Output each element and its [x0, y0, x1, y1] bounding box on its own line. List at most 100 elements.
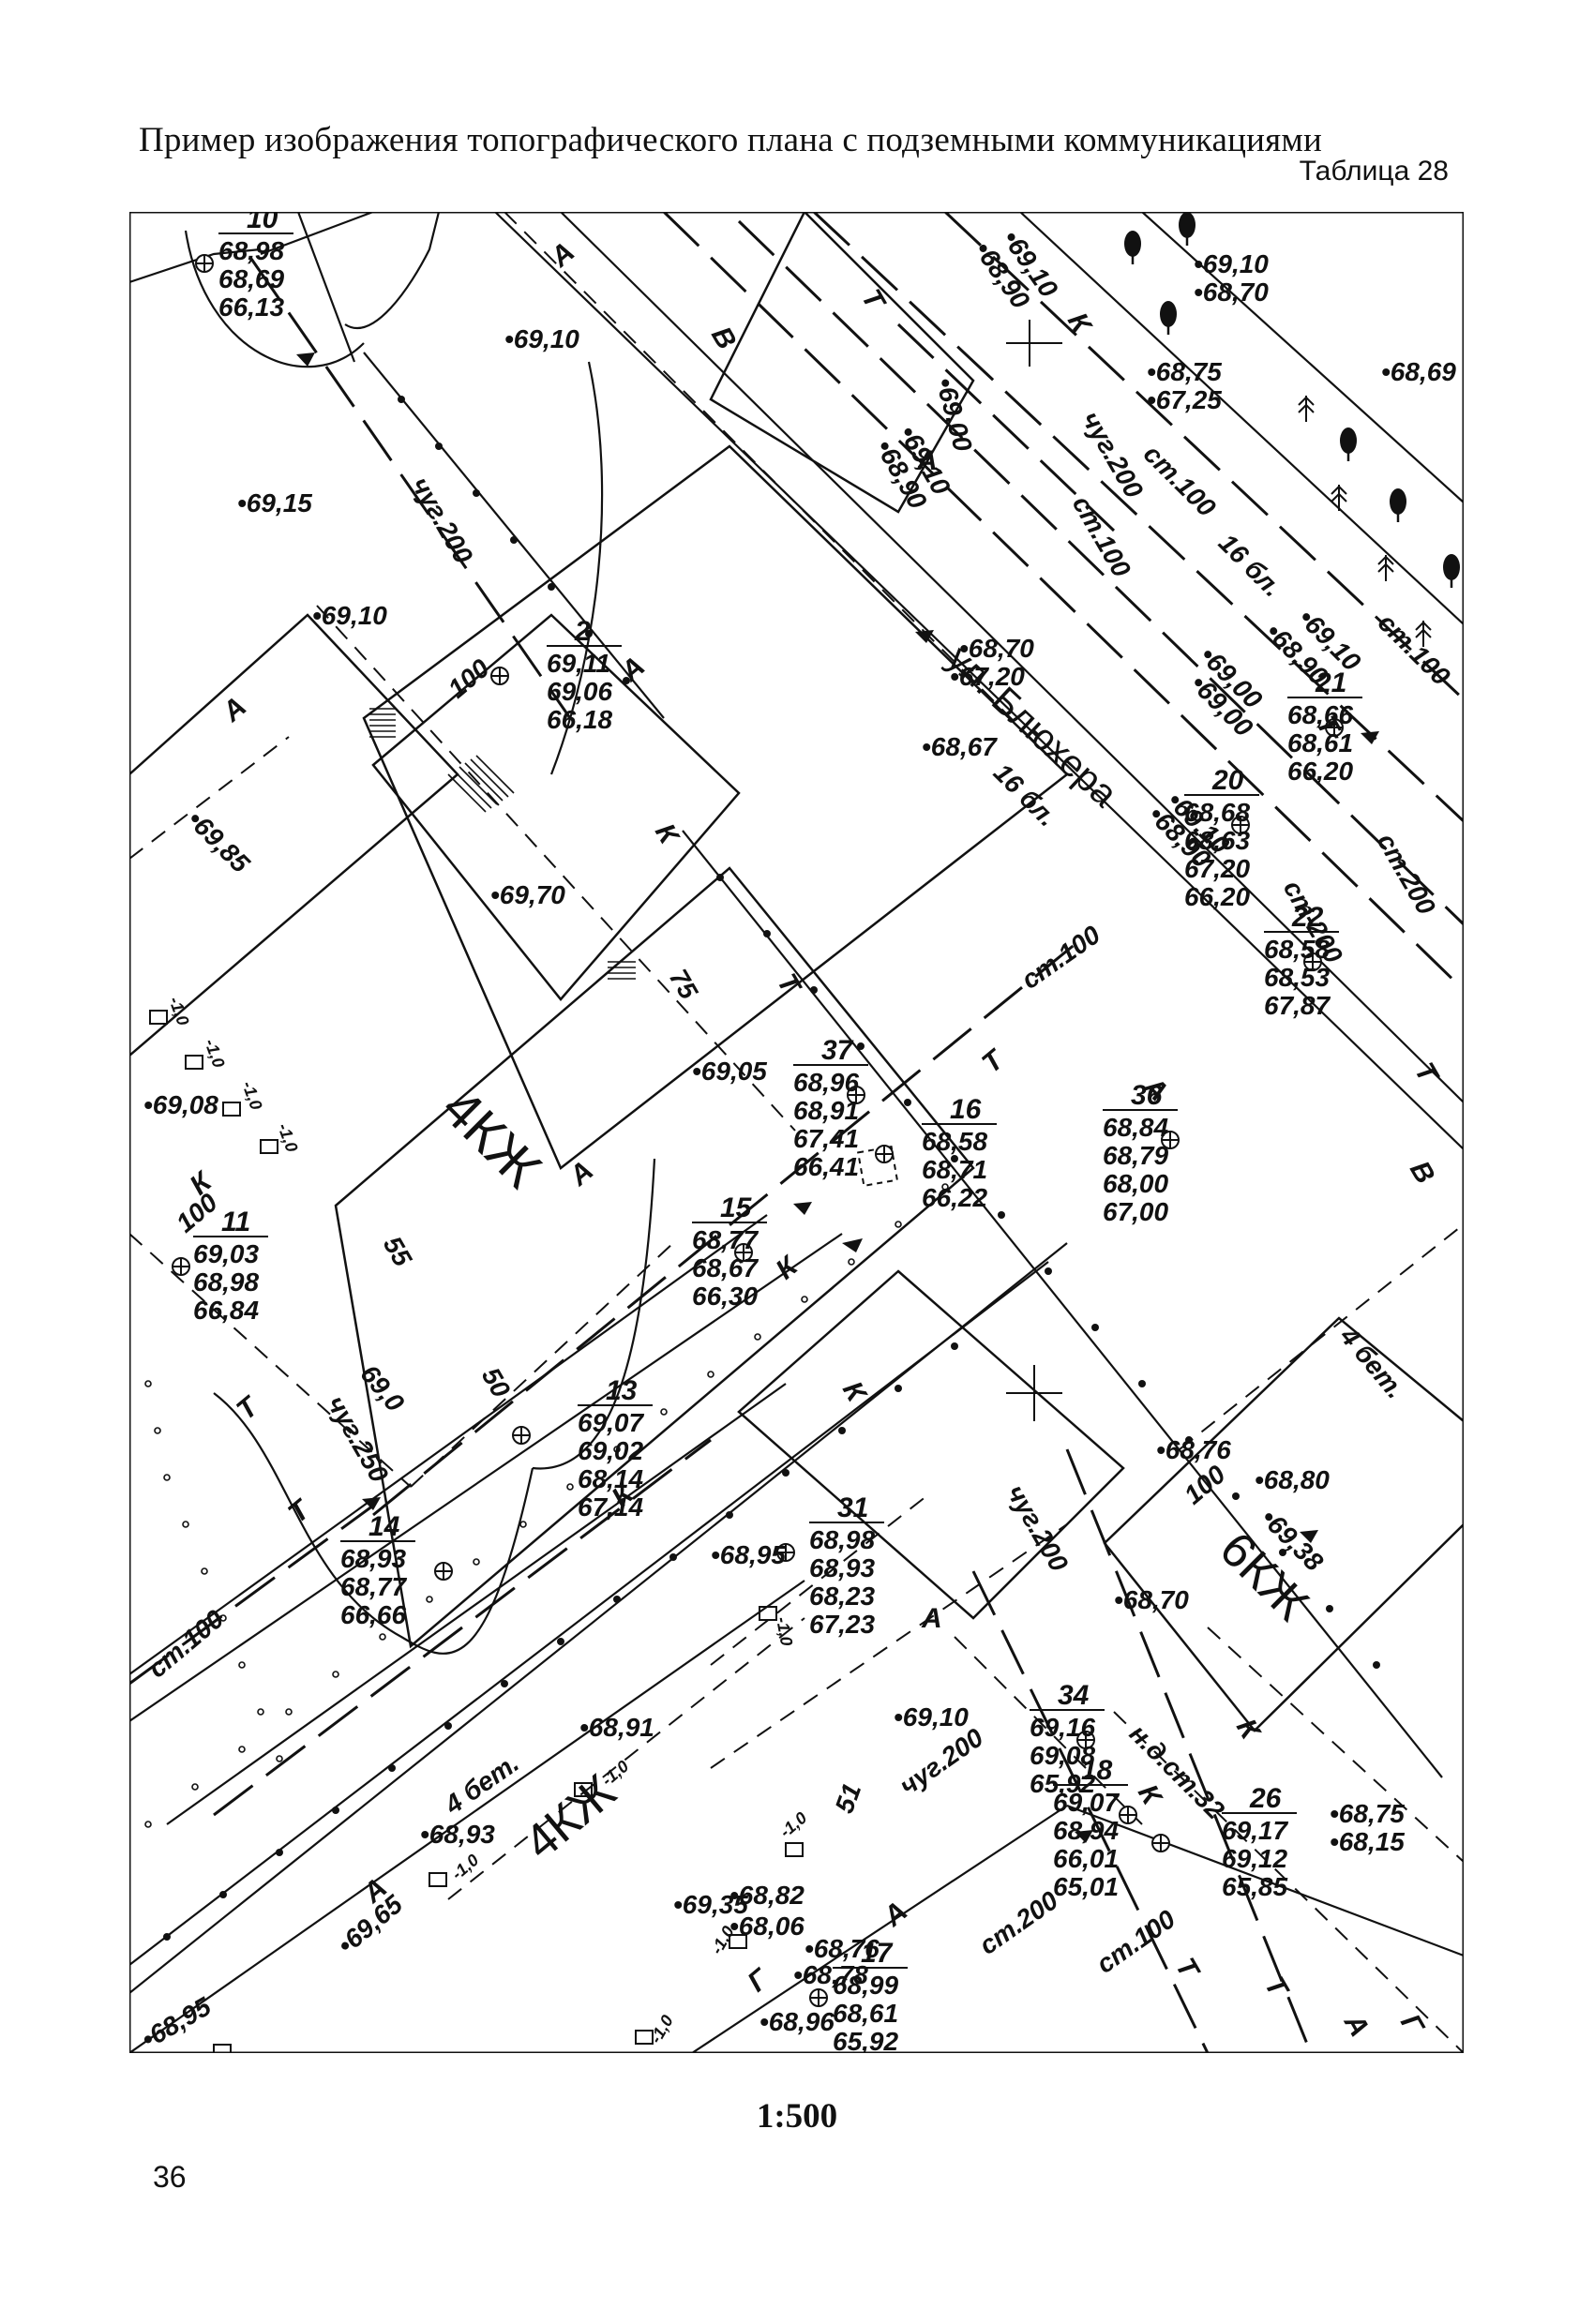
well-value: 68,00 [1103, 1169, 1168, 1198]
well-value: 68,23 [809, 1582, 875, 1611]
well-value: 68,99 [833, 1971, 898, 2000]
well-value: 66,20 [1287, 757, 1353, 786]
spot-height: •69,08 [143, 1090, 218, 1119]
well-value: 65,92 [833, 2027, 898, 2053]
spot-height: •68,70 [1194, 277, 1269, 307]
spot-height: •69,10 [504, 324, 579, 353]
well-symbol-icon [1119, 1806, 1137, 1824]
well-number: 37 [821, 1035, 854, 1066]
well-number: 31 [837, 1492, 868, 1523]
well-value: 67,14 [578, 1492, 643, 1522]
well-value: 66,22 [922, 1183, 987, 1212]
well-value: 65,01 [1053, 1872, 1119, 1901]
well-value: 68,66 [1287, 700, 1353, 729]
well-value: 68,61 [833, 1999, 898, 2028]
spot-height: •69,10 [1194, 249, 1269, 278]
spot-height: •68,69 [1381, 357, 1456, 386]
well-value: 66,41 [793, 1152, 859, 1181]
spot-height: •68,78 [793, 1960, 868, 1989]
well-value: 68,98 [193, 1267, 259, 1297]
well-number: 17 [861, 1938, 894, 1969]
spot-height: •67,25 [1147, 385, 1222, 414]
well-value: 68,98 [218, 236, 284, 265]
well-number: 15 [720, 1192, 753, 1223]
well-symbol-icon [434, 1562, 453, 1581]
well-number: 14 [368, 1511, 400, 1542]
line-code-label: А [916, 445, 938, 476]
spot-height: •68,91 [579, 1713, 654, 1742]
spot-height: •68,67 [922, 732, 998, 761]
well-symbol-icon [172, 1257, 190, 1276]
spot-height: •69,15 [237, 488, 312, 517]
spot-height: •69,35 [673, 1890, 748, 1919]
well-value: 69,06 [547, 677, 612, 706]
well-value: 68,58 [922, 1127, 987, 1156]
well-value: 68,71 [922, 1155, 987, 1184]
well-value: 67,23 [809, 1610, 875, 1639]
well-value: 68,58 [1264, 935, 1330, 964]
well-value: 66,84 [193, 1296, 259, 1325]
spot-height: •68,76 [1156, 1435, 1231, 1464]
well-value: 66,01 [1053, 1844, 1119, 1873]
well-value: 66,30 [692, 1282, 758, 1311]
plan-linework [129, 212, 1464, 2053]
spot-height: •69,05 [692, 1057, 767, 1086]
spot-height: •69,10 [894, 1702, 969, 1732]
well-number: 11 [221, 1207, 250, 1237]
well-symbol-icon [512, 1426, 531, 1445]
well-symbol-icon [1151, 1834, 1170, 1852]
spot-height: •69,10 [312, 601, 387, 630]
well-value: 69,17 [1222, 1816, 1288, 1845]
well-symbol-icon [809, 1988, 828, 2007]
well-number: 34 [1058, 1680, 1090, 1711]
well-value: 69,16 [1030, 1713, 1095, 1742]
well-value: 68,91 [793, 1096, 859, 1125]
well-value: 66,13 [218, 292, 284, 322]
spot-height: •68,93 [420, 1820, 495, 1849]
well-value: 68,93 [809, 1553, 875, 1582]
spot-height: •68,96 [759, 2007, 835, 2036]
well-value: 68,69 [218, 264, 284, 293]
well-number: 13 [606, 1375, 638, 1406]
well-number: 21 [1315, 667, 1346, 698]
well-value: 68,68 [1184, 798, 1250, 827]
page-number: 36 [153, 2160, 187, 2194]
spot-height: •68,75 [1330, 1799, 1405, 1828]
well-value: 68,79 [1103, 1141, 1168, 1170]
well-value: 67,20 [1184, 854, 1250, 883]
spot-height: •68,06 [729, 1912, 805, 1941]
well-value: 65,92 [1030, 1769, 1095, 1798]
well-value: 68,77 [340, 1572, 407, 1601]
well-value: 68,96 [793, 1068, 859, 1097]
well-number: 26 [1249, 1783, 1282, 1814]
well-value: 66,20 [1184, 882, 1250, 911]
well-value: 69,02 [578, 1436, 643, 1465]
page-title: Пример изображения топографического план… [139, 121, 1322, 159]
spot-height: •68,15 [1330, 1827, 1405, 1856]
spot-height: •68,75 [1147, 357, 1222, 386]
well-value: 67,00 [1103, 1197, 1168, 1226]
well-value: 67,41 [793, 1124, 859, 1153]
spot-height: •68,70 [1114, 1585, 1189, 1614]
well-symbol-icon [875, 1145, 894, 1163]
spot-height: •68,70 [959, 634, 1034, 663]
well-value: 68,67 [692, 1253, 759, 1282]
well-number: 18 [1081, 1755, 1113, 1786]
table-label: Таблица 28 [1299, 156, 1449, 187]
spot-height: •67,20 [950, 662, 1025, 691]
